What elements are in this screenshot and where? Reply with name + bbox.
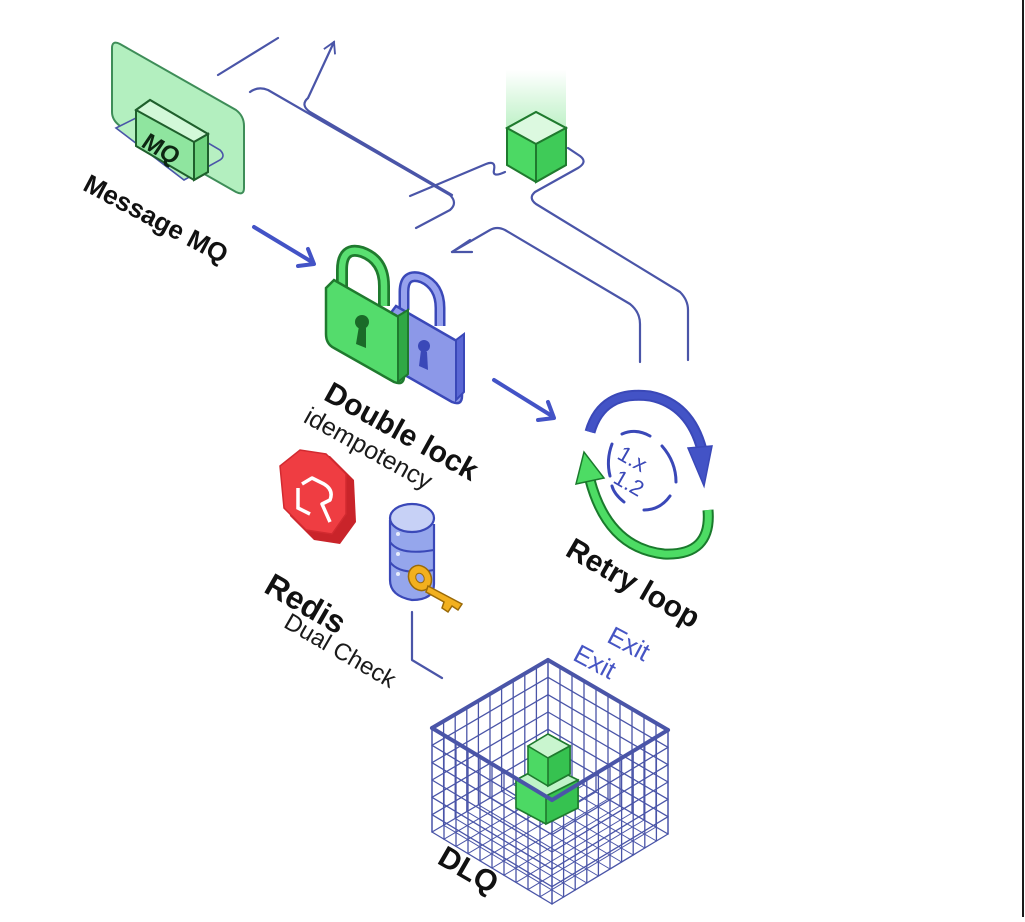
cage-wire bbox=[503, 805, 621, 876]
cage-rim bbox=[550, 728, 670, 802]
flow-line-cube-right bbox=[530, 146, 690, 362]
key-icon bbox=[407, 564, 464, 614]
cage-wire bbox=[431, 779, 553, 853]
cage-wire bbox=[539, 826, 657, 898]
flow-line-top-arrow bbox=[303, 40, 454, 197]
cage-wire bbox=[551, 816, 669, 888]
flow-line-mq-top bbox=[216, 36, 280, 77]
arrow-lock-to-retry bbox=[492, 378, 554, 418]
cage-wire bbox=[551, 781, 669, 853]
redis-logo-icon bbox=[279, 449, 356, 544]
cage-rim bbox=[430, 726, 554, 802]
cage-wire bbox=[547, 711, 669, 783]
arrow-mq-to-lock bbox=[252, 225, 314, 264]
cage-wire bbox=[547, 676, 669, 748]
cage-wire bbox=[431, 676, 549, 746]
flow-line-cube-left bbox=[408, 161, 507, 198]
arrow-lock-to-retry-head bbox=[536, 400, 556, 422]
cage-wire bbox=[431, 814, 553, 888]
cage-wire bbox=[551, 798, 669, 870]
dlq-message-cube-side bbox=[547, 744, 571, 788]
cage-wire bbox=[431, 711, 549, 781]
cage-wire bbox=[491, 798, 609, 869]
padlock-green-icon bbox=[324, 244, 409, 385]
cage-wire bbox=[551, 764, 669, 836]
cage-wire bbox=[547, 694, 669, 766]
flow-line-return-arrowhead bbox=[450, 238, 474, 254]
right-edge-border bbox=[1022, 0, 1024, 917]
cage-wire bbox=[527, 819, 645, 891]
message-queue-icon: MQ bbox=[111, 41, 245, 195]
database-key-icon bbox=[388, 502, 464, 614]
flow-line-mq-to-junction bbox=[248, 87, 456, 230]
thick-arrows bbox=[252, 225, 556, 422]
cage-wire bbox=[515, 812, 633, 883]
cage-wire bbox=[431, 796, 553, 870]
cage-rim bbox=[430, 658, 550, 730]
flow-lines bbox=[216, 36, 690, 680]
retry-cycle-icon: 1.x 1.2 bbox=[574, 389, 714, 560]
arrow-mq-to-lock-head bbox=[296, 247, 316, 268]
cage-rim bbox=[546, 658, 670, 732]
message-cube-icon bbox=[504, 70, 569, 184]
cage-wire bbox=[431, 694, 549, 764]
dead-letter-cage-icon bbox=[430, 658, 670, 905]
flow-line-redis-dlq bbox=[410, 610, 444, 680]
flow-line-return bbox=[450, 226, 642, 364]
